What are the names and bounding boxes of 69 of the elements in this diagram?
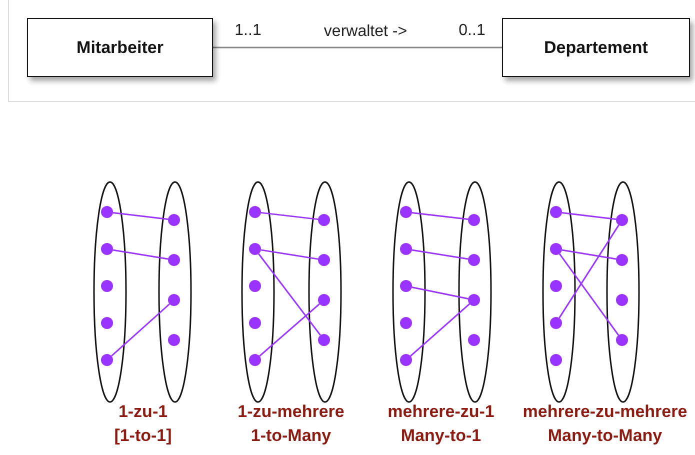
set-ellipse: [93, 181, 127, 403]
element-dot: [400, 206, 412, 218]
element-dot: [318, 254, 330, 266]
element-dot: [400, 354, 412, 366]
set-ellipse: [458, 181, 492, 403]
element-dot: [249, 243, 261, 255]
element-dot: [468, 334, 480, 346]
mapping-line: [558, 224, 620, 318]
mapping-line: [110, 303, 170, 357]
relation-caption: 1-to-Many: [250, 426, 332, 446]
element-dot: [101, 354, 113, 366]
element-dot: [550, 280, 562, 292]
element-dot: [550, 206, 562, 218]
class-box: Mitarbeiter: [27, 18, 213, 77]
multiplicity-label: 0..1: [458, 22, 486, 40]
element-dot: [616, 294, 628, 306]
relation-caption: Many-to-Many: [548, 426, 662, 446]
mapping-line: [259, 303, 320, 357]
element-dot: [101, 317, 113, 329]
element-dot: [550, 354, 562, 366]
element-dot: [616, 334, 628, 346]
multiplicity-label: 1..1: [234, 22, 262, 40]
relation-caption: 1-zu-mehrere: [238, 402, 344, 422]
element-dot: [318, 294, 330, 306]
set-ellipse: [606, 181, 640, 403]
element-dot: [249, 206, 261, 218]
relation-caption: mehrere-zu-mehrere: [522, 402, 688, 422]
element-dot: [468, 214, 480, 226]
element-dot: [468, 254, 480, 266]
mapping-line: [412, 286, 468, 300]
element-dot: [168, 334, 180, 346]
relation-caption: [1-to-1]: [114, 426, 172, 446]
element-dot: [550, 243, 562, 255]
element-dot: [101, 243, 113, 255]
element-dot: [550, 317, 562, 329]
mapping-line: [562, 212, 616, 220]
relation-caption: Many-to-1: [400, 426, 482, 446]
element-dot: [616, 254, 628, 266]
mapping-line: [558, 253, 620, 336]
element-dot: [400, 243, 412, 255]
element-dot: [318, 214, 330, 226]
element-dot: [168, 294, 180, 306]
association-line: [213, 46, 502, 48]
set-ellipse: [542, 181, 576, 403]
set-ellipse: [308, 181, 342, 403]
mapping-line: [258, 253, 321, 336]
element-dot: [168, 254, 180, 266]
relation-caption: 1-zu-1: [118, 402, 168, 422]
mapping-line: [260, 212, 318, 220]
set-ellipse: [158, 181, 192, 403]
mapping-line: [112, 212, 168, 220]
set-ellipse: [392, 181, 426, 403]
element-dot: [249, 280, 261, 292]
class-box: Departement: [502, 18, 690, 77]
element-dot: [616, 214, 628, 226]
mapping-line: [562, 249, 616, 260]
set-ellipse: [241, 181, 275, 403]
element-dot: [249, 317, 261, 329]
element-dot: [101, 206, 113, 218]
element-dot: [468, 294, 480, 306]
relation-caption: mehrere-zu-1: [388, 402, 494, 422]
element-dot: [168, 214, 180, 226]
mapping-line: [412, 212, 468, 220]
element-dot: [400, 317, 412, 329]
mapping-line: [410, 303, 470, 357]
element-dot: [101, 280, 113, 292]
element-dot: [249, 354, 261, 366]
element-dot: [400, 280, 412, 292]
element-dot: [318, 334, 330, 346]
